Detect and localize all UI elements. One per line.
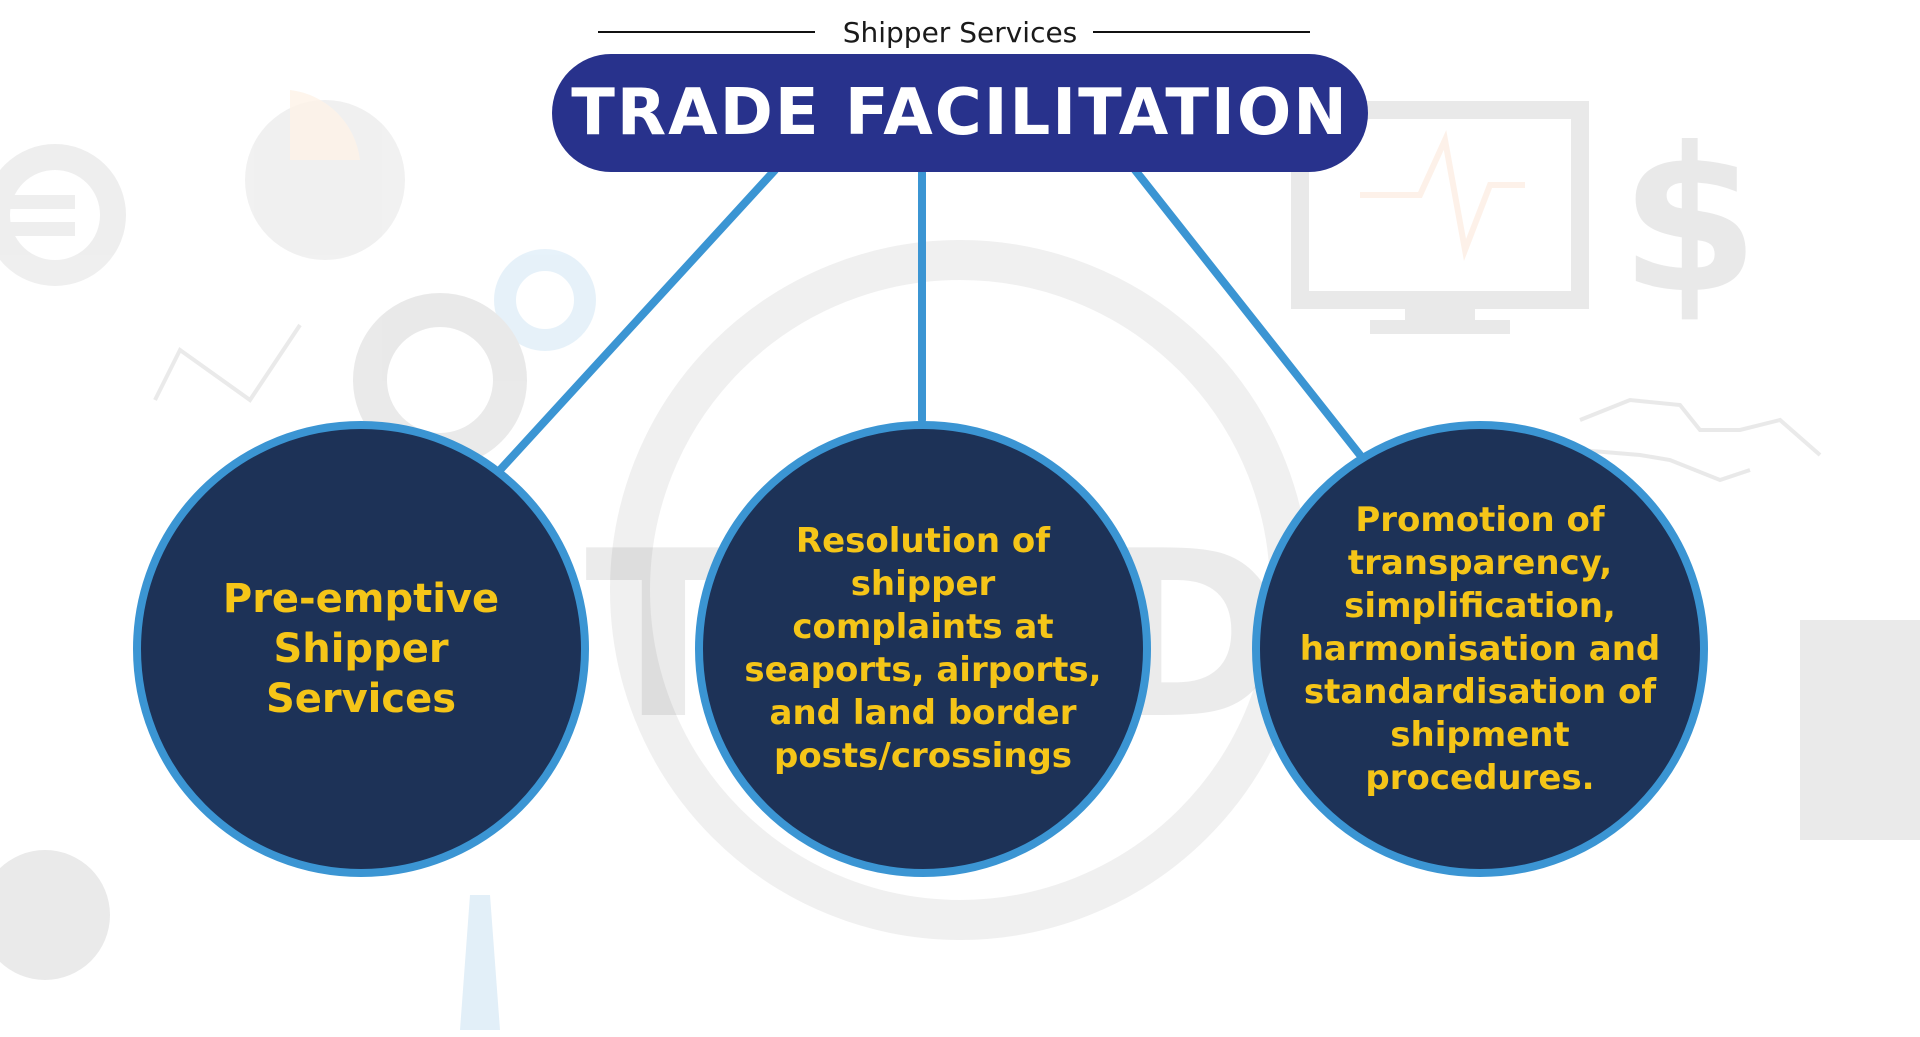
person-tie-icon	[460, 895, 500, 1030]
monitor-pulse-icon	[1291, 101, 1589, 334]
node-transparency-promotion: Promotion of transparency, simplificatio…	[1252, 421, 1708, 877]
money-bag-icon	[0, 850, 110, 980]
subtitle: Shipper Services	[842, 15, 1078, 49]
euro-icon	[0, 144, 126, 286]
connector-left	[496, 166, 779, 474]
diagram-title: TRADE FACILITATION	[571, 76, 1349, 150]
node-pre-emptive-services: Pre-emptive Shipper Services	[133, 421, 589, 877]
pie-chart-icon	[245, 90, 405, 260]
line-chart-icon	[153, 323, 1822, 483]
title-pill: TRADE FACILITATION	[552, 54, 1368, 172]
connector-right	[1131, 166, 1364, 459]
node-label: Pre-emptive Shipper Services	[222, 576, 500, 722]
node-label: Resolution of shipper complaints at seap…	[744, 521, 1102, 776]
node-label: Promotion of transparency, simplificatio…	[1299, 499, 1661, 798]
subtitle-rule-left	[598, 31, 815, 33]
node-complaint-resolution: Resolution of shipper complaints at seap…	[695, 421, 1151, 877]
subtitle-rule-right	[1093, 31, 1310, 33]
calculator-icon	[1800, 620, 1920, 840]
svg-text:$: $	[1620, 105, 1759, 338]
dollar-icon: $	[1620, 105, 1759, 338]
